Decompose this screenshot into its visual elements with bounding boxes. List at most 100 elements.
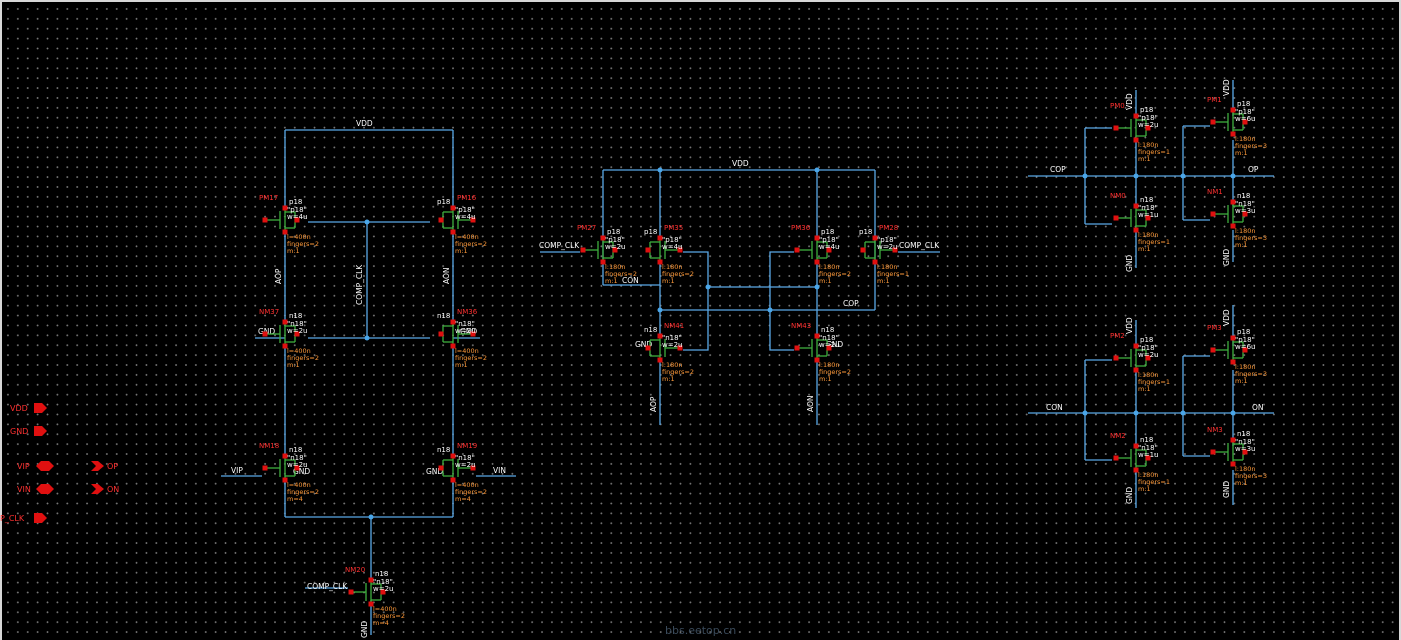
terminal-pin[interactable] [1113,355,1119,361]
terminal-pin[interactable] [282,319,288,325]
terminal-pin[interactable] [282,477,288,483]
terminal-pin[interactable] [826,247,832,253]
terminal-pin[interactable] [1145,355,1151,361]
terminal-pin[interactable] [438,331,444,337]
terminal-pin[interactable] [814,333,820,339]
terminal-pin[interactable] [1230,107,1236,113]
pin-vin[interactable]: VIN [17,484,54,494]
terminal-pin[interactable] [1242,347,1248,353]
terminal-pin[interactable] [282,205,288,211]
terminal-pin[interactable] [1145,455,1151,461]
pin-p-clk[interactable]: P_CLK [0,513,47,523]
terminal-pin[interactable] [1230,461,1236,467]
terminal-pin[interactable] [1230,131,1236,137]
terminal-pin[interactable] [470,465,476,471]
terminal-pin[interactable] [450,343,456,349]
terminal-pin[interactable] [1145,215,1151,221]
terminal-pin[interactable] [282,453,288,459]
terminal-pin[interactable] [600,235,606,241]
terminal-pin[interactable] [794,345,800,351]
terminal-pin[interactable] [1230,437,1236,443]
terminal-pin[interactable] [1210,211,1216,217]
terminal-pin[interactable] [1133,443,1139,449]
terminal-pin[interactable] [872,235,878,241]
terminal-pin[interactable] [1230,199,1236,205]
terminal-pin[interactable] [1230,335,1236,341]
terminal-pin[interactable] [677,345,683,351]
terminal-pin[interactable] [450,453,456,459]
terminal-pin[interactable] [814,235,820,241]
terminal-pin[interactable] [450,229,456,235]
terminal-pin[interactable] [677,247,683,253]
terminal-pin[interactable] [1113,455,1119,461]
terminal-pin[interactable] [1133,203,1139,209]
terminal-pin[interactable] [1242,211,1248,217]
terminal-pin[interactable] [262,465,268,471]
pin-op[interactable]: OP [91,461,118,471]
terminal-pin[interactable] [282,229,288,235]
terminal-pin[interactable] [657,259,663,265]
terminal-pin[interactable] [1133,467,1139,473]
terminal-pin[interactable] [872,259,878,265]
terminal-pin[interactable] [1242,449,1248,455]
terminal-pin[interactable] [814,357,820,363]
terminal-pin[interactable] [294,217,300,223]
pin-on[interactable]: ON [91,484,119,494]
terminal-pin[interactable] [438,217,444,223]
pin-gnd[interactable]: GND [10,426,47,436]
terminal-pin[interactable] [1133,343,1139,349]
terminal-pin[interactable] [860,247,866,253]
terminal-pin[interactable] [1133,137,1139,143]
terminal-pin[interactable] [1113,215,1119,221]
terminal-pin[interactable] [368,577,374,583]
terminal-pin[interactable] [348,589,354,595]
terminal-pin[interactable] [380,589,386,595]
terminal-pin[interactable] [1210,449,1216,455]
terminal-pin[interactable] [794,247,800,253]
terminal-pin[interactable] [1230,359,1236,365]
terminal-pin[interactable] [470,331,476,337]
terminal-pin[interactable] [294,465,300,471]
terminal-pin[interactable] [600,259,606,265]
terminal-pin[interactable] [368,601,374,607]
terminal-pin[interactable] [450,319,456,325]
terminal-pin[interactable] [1133,227,1139,233]
terminal-pin[interactable] [282,343,288,349]
terminal-pin[interactable] [1145,125,1151,131]
terminal-pin[interactable] [294,331,300,337]
terminal-pin[interactable] [438,465,444,471]
terminal-pin[interactable] [1210,119,1216,125]
terminal-pin[interactable] [645,345,651,351]
pin-vip[interactable]: VIP [17,461,54,471]
terminal-pin[interactable] [262,331,268,337]
terminal-pin[interactable] [645,247,651,253]
terminal-pin[interactable] [1113,125,1119,131]
terminal-pin[interactable] [657,333,663,339]
terminal-pin[interactable] [470,217,476,223]
pin-vdd[interactable]: VDD [10,403,47,413]
terminal-pin[interactable] [262,217,268,223]
terminal-pin[interactable] [1133,367,1139,373]
